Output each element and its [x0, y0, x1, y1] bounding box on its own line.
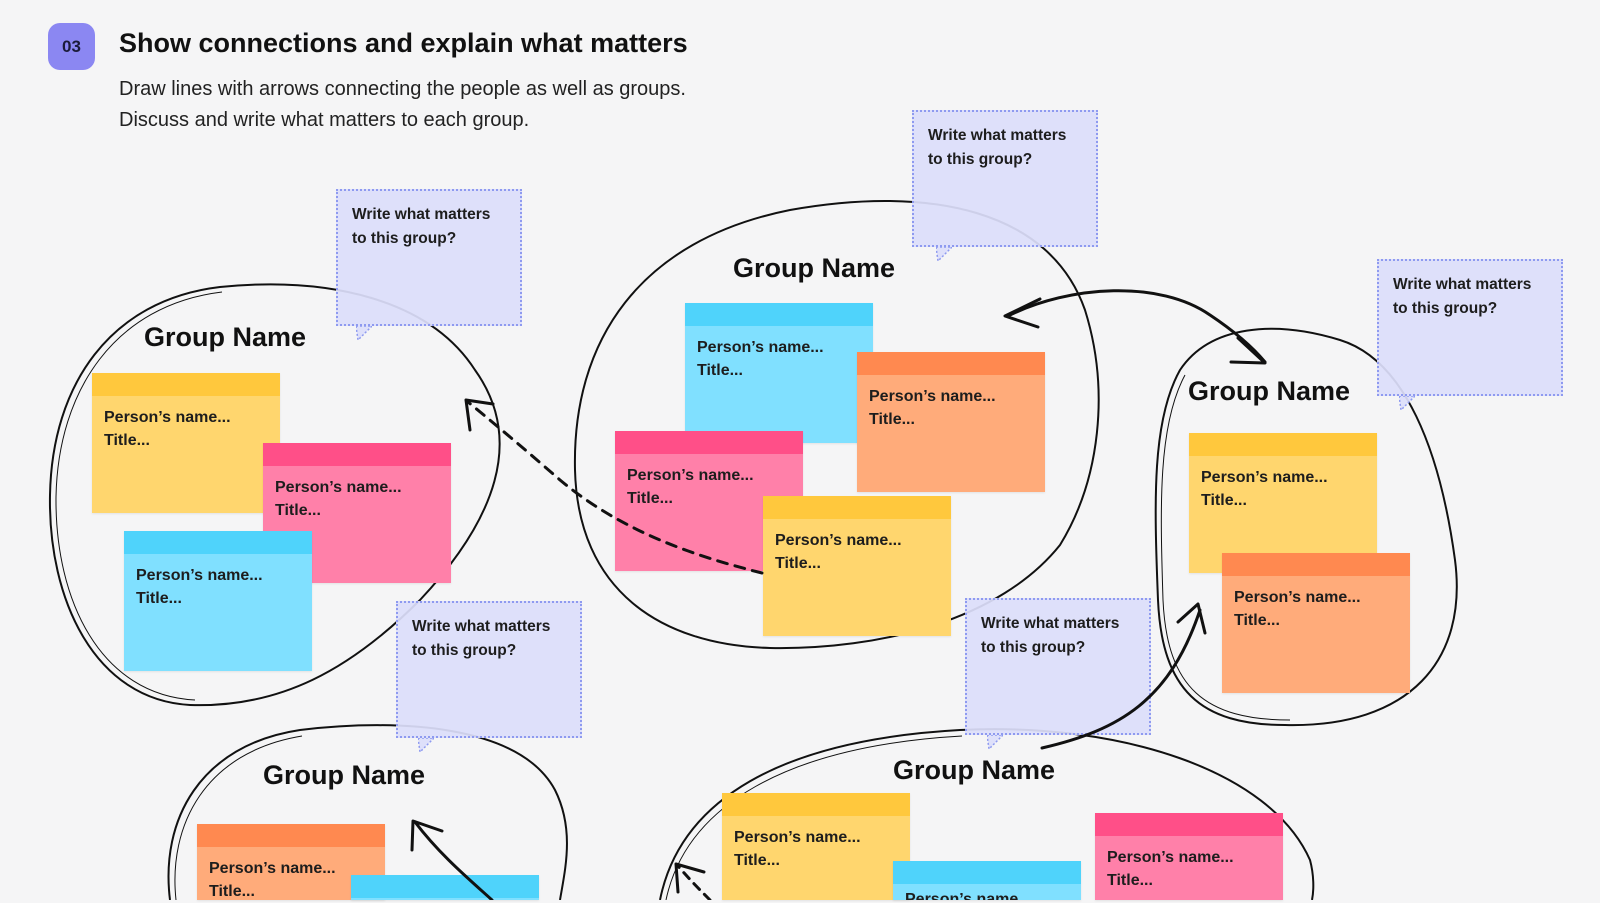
note-text-line-1: Write what matters — [412, 618, 551, 635]
note-text-line-1: Write what matters — [981, 615, 1120, 632]
sticky-note-person[interactable] — [351, 875, 539, 900]
sticky-note-person[interactable]: Person’s name... Title... — [685, 303, 873, 443]
person-title: Title... — [775, 555, 821, 572]
person-title: Title... — [869, 411, 915, 428]
note-what-matters[interactable]: Write what matters to this group? — [912, 110, 1098, 263]
group-label-3[interactable]: Group Name — [1188, 376, 1351, 406]
note-text-line-2: to this group? — [981, 639, 1086, 656]
sticky-note-person[interactable]: Person’s name... Title... — [722, 793, 910, 900]
person-name: Person’s name... — [734, 829, 861, 846]
sticky-note-person[interactable]: Person’s name... Title... — [92, 373, 280, 513]
person-title: Title... — [104, 432, 150, 449]
person-name: Person’s name... — [1234, 589, 1361, 606]
person-name: Person’s name... — [136, 567, 263, 584]
person-name: Person’s name... — [905, 891, 1032, 900]
sticky-note-person[interactable]: Person’s name... Title... — [857, 352, 1045, 492]
group-label-5[interactable]: Group Name — [893, 755, 1056, 785]
step-badge: 03 — [48, 23, 95, 70]
person-title: Title... — [275, 502, 321, 519]
person-title: Title... — [136, 590, 182, 607]
sticky-note-person[interactable]: Person’s name... Title... — [1095, 813, 1283, 900]
note-what-matters[interactable]: Write what matters to this group? — [965, 598, 1151, 751]
note-text-line-1: Write what matters — [1393, 276, 1532, 293]
person-title: Title... — [734, 852, 780, 869]
note-text-line-2: to this group? — [928, 151, 1033, 168]
sticky-note-person[interactable]: Person’s name... Title... — [1189, 433, 1377, 573]
note-text-line-2: to this group? — [1393, 300, 1498, 317]
note-text-line-1: Write what matters — [928, 127, 1067, 144]
note-text-line-2: to this group? — [412, 642, 517, 659]
note-text-line-2: to this group? — [352, 230, 457, 247]
person-name: Person’s name... — [627, 467, 754, 484]
note-what-matters[interactable]: Write what matters to this group? — [396, 601, 582, 754]
group-label-4[interactable]: Group Name — [263, 760, 426, 790]
person-title: Title... — [1234, 612, 1280, 629]
person-name: Person’s name... — [775, 532, 902, 549]
note-what-matters[interactable]: Write what matters to this group? — [336, 189, 522, 342]
person-name: Person’s name... — [275, 479, 402, 496]
person-name: Person’s name... — [697, 339, 824, 356]
group-label-2[interactable]: Group Name — [733, 253, 896, 283]
double-headed-connection-arrow — [1006, 289, 1267, 364]
person-title: Title... — [1107, 872, 1153, 889]
page-title: Show connections and explain what matter… — [119, 28, 688, 58]
person-name: Person’s name... — [104, 409, 231, 426]
person-name: Person’s name... — [1201, 469, 1328, 486]
sticky-note-person[interactable]: Person’s name... — [893, 861, 1081, 900]
sticky-note-person[interactable]: Person’s name... Title... — [763, 496, 951, 636]
person-name: Person’s name... — [869, 388, 996, 405]
person-title: Title... — [1201, 492, 1247, 509]
sticky-note-person[interactable]: Person’s name... Title... — [1222, 553, 1410, 693]
note-text-line-1: Write what matters — [352, 206, 491, 223]
sticky-note-person[interactable]: Person’s name... Title... — [124, 531, 312, 671]
person-title: Title... — [697, 362, 743, 379]
group-label-1[interactable]: Group Name — [144, 322, 307, 352]
person-name: Person’s name... — [1107, 849, 1234, 866]
page-description: Draw lines with arrows connecting the pe… — [119, 78, 686, 131]
note-what-matters[interactable]: Write what matters to this group? — [1377, 259, 1563, 412]
dashed-connection-arrow-group-5 — [676, 864, 712, 900]
